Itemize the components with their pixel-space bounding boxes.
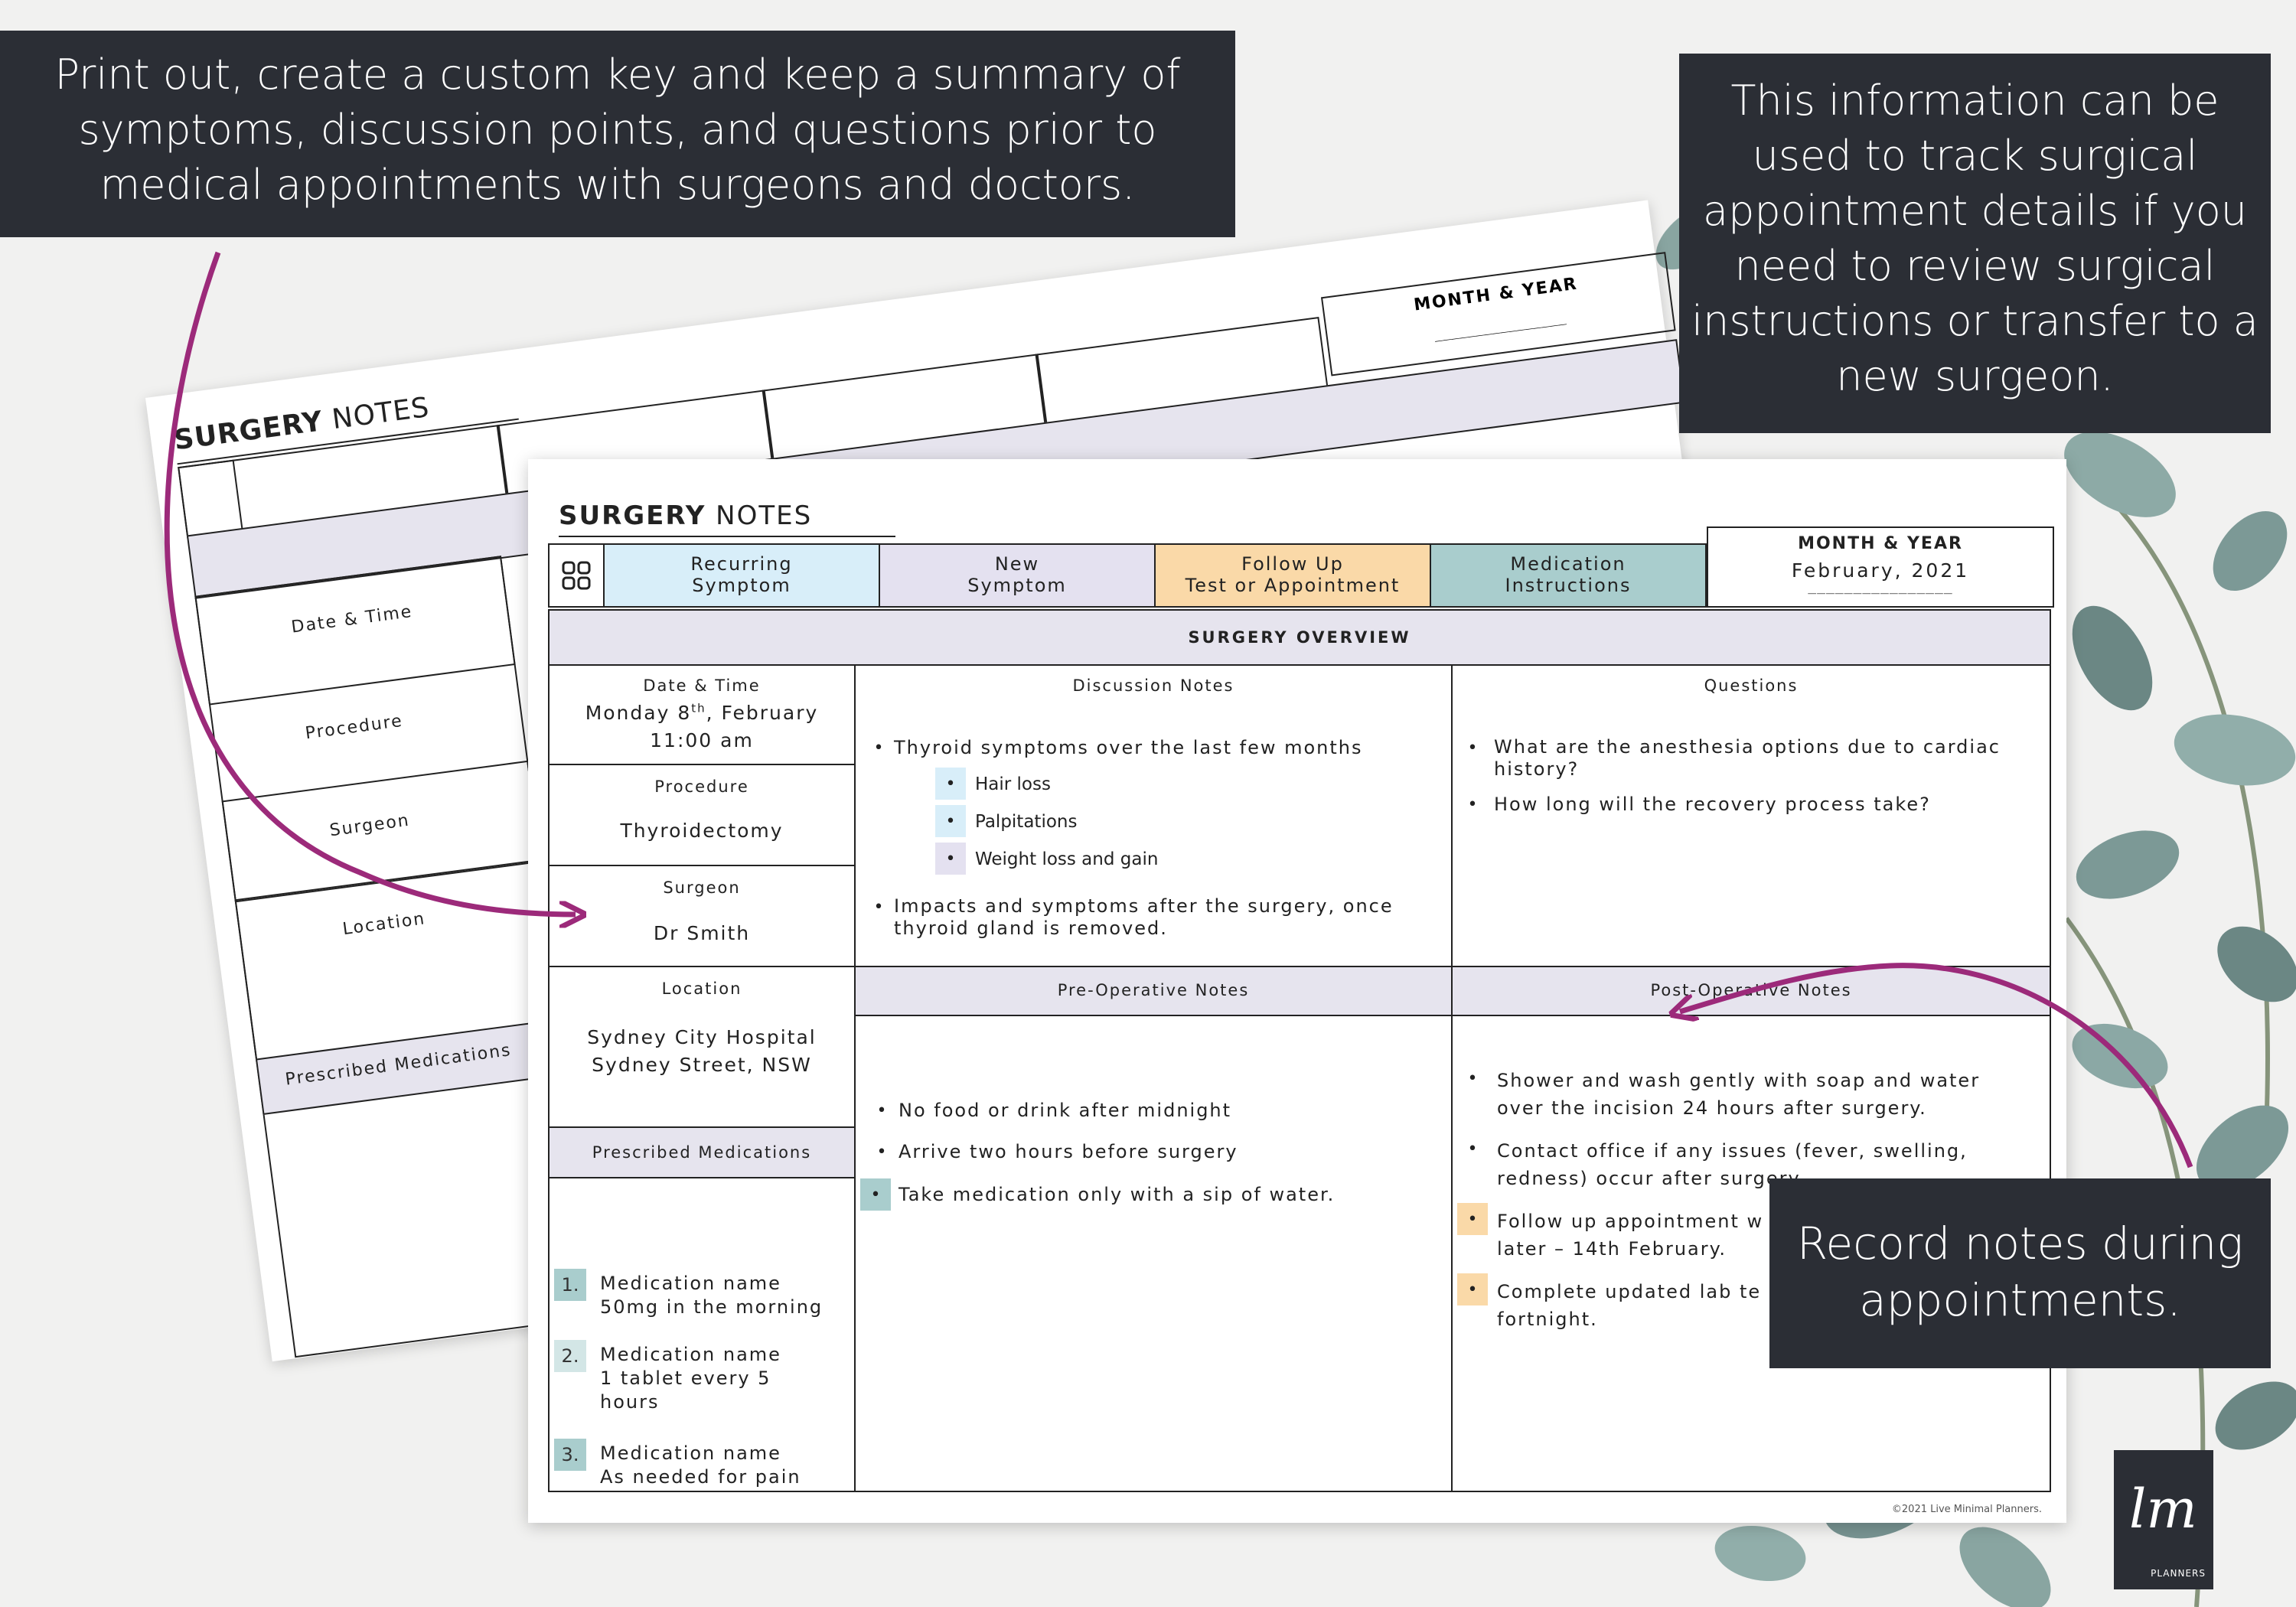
col-divider-2 [1451,664,1453,1491]
key-new-symptom: New Symptom [880,545,1156,606]
callout-top-right: This information can be used to track su… [1679,54,2271,433]
surgery-overview-header: SURGERY OVERVIEW [550,611,2050,666]
post-op-item-2: Contact office if any issues (fever, swe… [1497,1140,1968,1189]
med-item-3: Medication name As needed for pain [600,1442,801,1488]
med-item-1: Medication name 50mg in the morning [600,1273,823,1319]
key-recurring-symptom: Recurring Symptom [605,545,880,606]
logo-mark: lm [2129,1478,2197,1540]
med-number-2: 2. [554,1340,586,1372]
post-op-bullet-3: • [1457,1203,1488,1235]
callout-bottom-right: Record notes during appointments. [1769,1178,2271,1368]
brand-logo: lm PLANNERS [2114,1450,2213,1589]
question-bullet-2: • [1467,794,1478,814]
discussion-item-2: Impacts and symptoms after the surgery, … [894,895,1394,939]
pre-op-bullet-2: • [876,1142,887,1162]
sheet-title: SURGERY NOTES [559,500,813,531]
month-year-label: MONTH & YEAR [1798,534,1963,553]
location-line-2: Sydney Street, NSW [592,1054,812,1077]
sub-item-weight: Weight loss and gain [975,849,1159,869]
copyright-text: ©2021 Live Minimal Planners. [1891,1504,2042,1515]
callout-top-right-text: This information can be used to track su… [1691,77,2258,400]
discussion-bullet-1: • [873,738,884,758]
sub-item-palpitations: Palpitations [975,812,1078,832]
med-number-1: 1. [554,1269,586,1301]
key-medication-instructions: Medication Instructions [1431,545,1705,606]
custom-key-row: Recurring Symptom New Symptom Follow Up … [548,543,1707,608]
arrow-to-post-op-notes [1680,963,2193,1169]
location-label: Location [661,980,742,998]
pre-op-header-bg [856,967,1451,1015]
discussion-bullet-2: • [873,897,884,917]
surgeon-value: Dr Smith [653,922,751,944]
discussion-item-1: Thyroid symptoms over the last few month… [894,737,1363,758]
med-item-2: Medication name 1 tablet every 5 hours [600,1344,781,1413]
pre-op-bullet-1: • [876,1100,887,1120]
date-line: Monday 8th, February [585,701,819,724]
pre-op-item-2: Arrive two hours before surgery [899,1141,1238,1162]
key-grid-icon [550,545,605,606]
arrow-to-key-section [164,251,576,914]
sub-bullet-palpitations: • [935,805,966,837]
med-number-3: 3. [554,1439,586,1471]
callout-bottom-right-text: Record notes during appointments. [1796,1217,2244,1326]
procedure-label: Procedure [654,777,749,796]
callout-top-left-text: Print out, create a custom key and keep … [54,51,1181,209]
sub-item-hair-loss: Hair loss [975,774,1051,794]
surgery-overview-grid: SURGERY OVERVIEW Date & Time Monday 8th,… [548,609,2051,1492]
row-divider-location [550,1126,854,1128]
row-divider-surgeon [550,966,2050,967]
questions-label: Questions [1704,676,1799,695]
post-op-bullet-4: • [1457,1273,1488,1305]
key-follow-up: Follow Up Test or Appointment [1156,545,1431,606]
pre-op-item-3: Take medication only with a sip of water… [899,1184,1336,1205]
sub-bullet-weight: • [935,843,966,875]
sub-bullet-hair-loss: • [935,768,966,800]
location-value: Sydney City Hospital Sydney Street, NSW [550,1024,854,1080]
surgeon-label: Surgeon [663,878,741,897]
col-divider-1 [854,664,856,1491]
title-underline [559,536,895,537]
post-op-item-1: Shower and wash gently with soap and wat… [1497,1070,1981,1119]
pre-op-item-1: No food or drink after midnight [899,1100,1232,1121]
date-time-label: Date & Time [643,676,761,695]
procedure-value: Thyroidectomy [620,820,784,842]
question-item-2: How long will the recovery process take? [1494,794,1931,815]
question-bullet-1: • [1467,738,1478,758]
logo-text: PLANNERS [2151,1568,2206,1579]
month-year-dash: ________________ [1808,579,1953,595]
post-op-item-4: Complete updated lab te fortnight. [1497,1281,1762,1330]
location-line-1: Sydney City Hospital [587,1026,817,1048]
post-op-item-3: Follow up appointment w later – 14th Feb… [1497,1211,1764,1260]
row-divider-prescribed [550,1177,854,1178]
row-divider-op-headers [854,1015,2050,1016]
question-item-1: What are the anesthesia options due to c… [1494,736,2001,780]
callout-top-left: Print out, create a custom key and keep … [0,31,1235,237]
month-year-box: MONTH & YEAR February, 2021 ____________… [1707,526,2054,608]
pre-op-notes-label: Pre-Operative Notes [1057,981,1250,999]
prescribed-header-bg [550,1128,854,1177]
time-line: 11:00 am [650,729,754,752]
post-op-bullet-2: • [1467,1139,1478,1159]
pre-op-bullet-3: • [860,1178,891,1211]
row-divider-date [550,764,854,765]
row-divider-procedure [550,865,854,866]
date-time-value: Monday 8th, February 11:00 am [550,699,854,755]
prescribed-medications-label: Prescribed Medications [592,1143,812,1162]
post-op-bullet-1: • [1467,1068,1478,1088]
month-year-value: February, 2021 [1791,559,1970,582]
discussion-notes-label: Discussion Notes [1072,676,1234,695]
